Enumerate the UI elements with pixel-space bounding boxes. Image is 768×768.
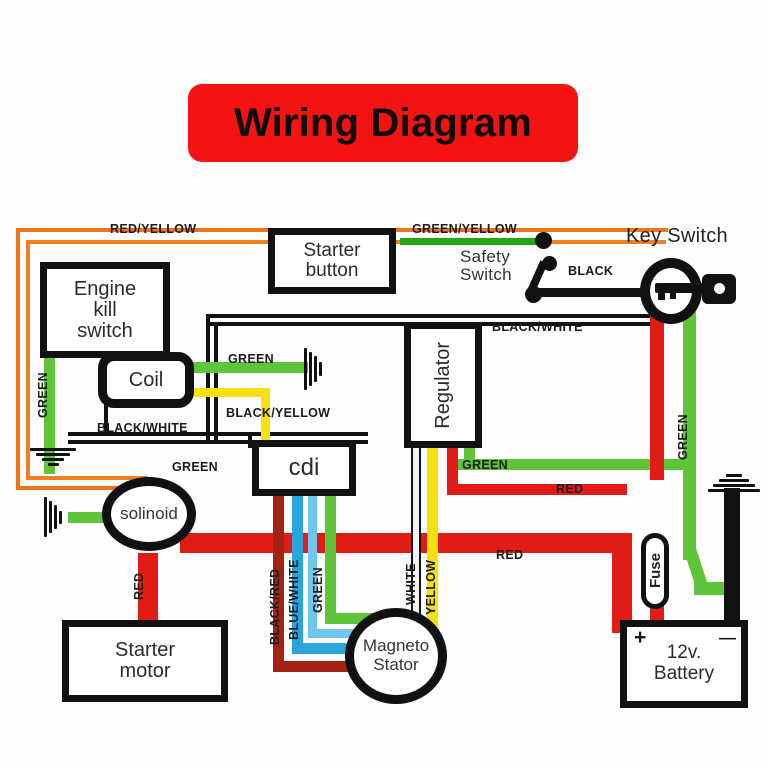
wire-black-white-coil-b (68, 440, 368, 444)
battery-plus-terminal: + (634, 626, 647, 649)
wire-label-red-bus: RED (496, 548, 524, 562)
wire-black-yellow-v (261, 388, 270, 450)
wire-label-green-solinoid: GREEN (172, 460, 218, 474)
wire-cdi-light-blue-foot (308, 629, 366, 638)
wire-cdi-green-foot (325, 613, 373, 624)
regulator-pin-white (411, 446, 421, 646)
regulator-pin-yellow (427, 446, 438, 646)
wire-red-main-bus (180, 533, 620, 553)
wire-label-green-yellow: GREEN/YELLOW (412, 222, 517, 236)
ground-symbol-kill-switch (30, 448, 76, 466)
solinoid-circle[interactable]: solinoid (102, 477, 196, 551)
wire-label-green-stator: GREEN (311, 567, 325, 613)
wire-label-red-regulator: RED (556, 482, 584, 496)
coil-box[interactable]: Coil (98, 352, 194, 408)
wire-green-coil (186, 362, 308, 373)
wire-label-yellow-stator: YELLOW (424, 559, 438, 615)
wire-label-green-coil: GREEN (228, 352, 274, 366)
wire-black-white-long-top (206, 314, 658, 318)
page-title-banner: Wiring Diagram (188, 84, 578, 162)
regulator-label: Regulator (431, 341, 454, 429)
key-icon-teeth (658, 293, 665, 300)
solinoid-label: solinoid (120, 504, 178, 523)
wire-red-key-to-fuse (650, 300, 664, 480)
battery-label: 12v. Battery (653, 642, 715, 684)
wire-cdi-light-blue (308, 456, 317, 638)
safety-switch-terminal-dot (535, 232, 552, 249)
wire-label-green-key: GREEN (676, 414, 690, 460)
ground-symbol-solinoid (44, 497, 62, 537)
wire-label-blue-white: BLUE/WHITE (287, 559, 301, 640)
wire-red-bus-to-fuse-jog (612, 533, 632, 633)
key-icon (655, 283, 711, 293)
wire-green-yellow (400, 238, 536, 245)
wire-green-regulator-h (458, 459, 694, 470)
wire-black-battery-ground (724, 488, 740, 622)
wire-red-yellow-left-outer (16, 228, 20, 490)
wire-black-white-left-riser-a (206, 314, 210, 440)
wire-red-yellow-bottom-outer (16, 486, 148, 490)
ground-symbol-coil (304, 348, 322, 390)
wire-cdi-top-connector (248, 436, 252, 448)
wire-cdi-blue-white (292, 456, 303, 654)
fuse-capsule[interactable]: Fuse (641, 533, 669, 609)
wire-black-yellow-h (186, 388, 270, 397)
wire-green-key-down (683, 300, 696, 560)
magneto-stator-label: Magneto Stator (362, 636, 430, 674)
wire-label-black-yellow: BLACK/YELLOW (226, 406, 331, 420)
regulator-pin-green (464, 446, 475, 466)
wire-black-white-left-riser-b (214, 322, 218, 440)
engine-kill-switch-box[interactable]: Engine kill switch (40, 262, 170, 358)
wire-label-red-yellow: RED/YELLOW (110, 222, 197, 236)
key-icon-teeth-2 (670, 293, 676, 299)
wire-label-black-white-right: BLACK/WHITE (492, 320, 583, 334)
starter-button-box[interactable]: Starter button (268, 228, 396, 294)
battery-box[interactable]: 12v. Battery (620, 620, 748, 708)
wire-label-black-white-left: BLACK/WHITE (97, 421, 188, 435)
wire-red-yellow-left-inner (26, 240, 30, 480)
wire-cdi-blue-white-foot (292, 643, 364, 654)
wire-red-regulator-v (447, 466, 458, 490)
wire-green-kill-switch (44, 338, 55, 474)
battery-minus-terminal: — (719, 628, 737, 647)
starter-motor-label: Starter motor (114, 639, 176, 682)
starter-motor-box[interactable]: Starter motor (62, 620, 228, 702)
wire-black-white-coil-riser (104, 398, 108, 436)
regulator-pin-red (447, 446, 458, 466)
coil-label: Coil (128, 368, 164, 391)
wire-cdi-black-red (273, 456, 284, 672)
cdi-box[interactable]: cdi (252, 440, 356, 496)
key-switch-label: Key Switch (626, 225, 728, 247)
wire-red-regulator-h (447, 484, 627, 495)
cdi-label: cdi (288, 454, 320, 482)
wire-label-red-starter: RED (132, 572, 146, 600)
page-title: Wiring Diagram (233, 100, 533, 145)
key-icon-bow-hole (714, 283, 725, 294)
wire-black-white-coil-a (68, 432, 368, 436)
wire-label-green-regulator: GREEN (462, 458, 508, 472)
wire-red-starter-motor (138, 553, 158, 621)
wire-cdi-black-red-foot (273, 661, 363, 672)
wire-label-white-stator: WHITE (404, 563, 418, 605)
ground-symbol-battery (708, 474, 760, 492)
wire-green-solinoid (68, 512, 124, 523)
wire-cdi-green (325, 456, 336, 624)
regulator-box[interactable]: Regulator (404, 322, 482, 448)
wire-label-black-red: BLACK/RED (268, 568, 282, 645)
wire-label-black: BLACK (568, 264, 614, 278)
starter-button-label: Starter button (303, 240, 361, 281)
safety-switch-label: Safety Switch (460, 247, 512, 284)
fuse-label: Fuse (646, 553, 664, 589)
magneto-stator-circle[interactable]: Magneto Stator (345, 608, 447, 704)
wire-black-to-key-switch (533, 288, 658, 297)
wire-red-yellow-bottom-inner (26, 476, 148, 480)
wire-label-green-kill: GREEN (36, 372, 50, 418)
engine-kill-switch-label: Engine kill switch (73, 277, 137, 342)
safety-switch-lever-knob (542, 256, 557, 271)
